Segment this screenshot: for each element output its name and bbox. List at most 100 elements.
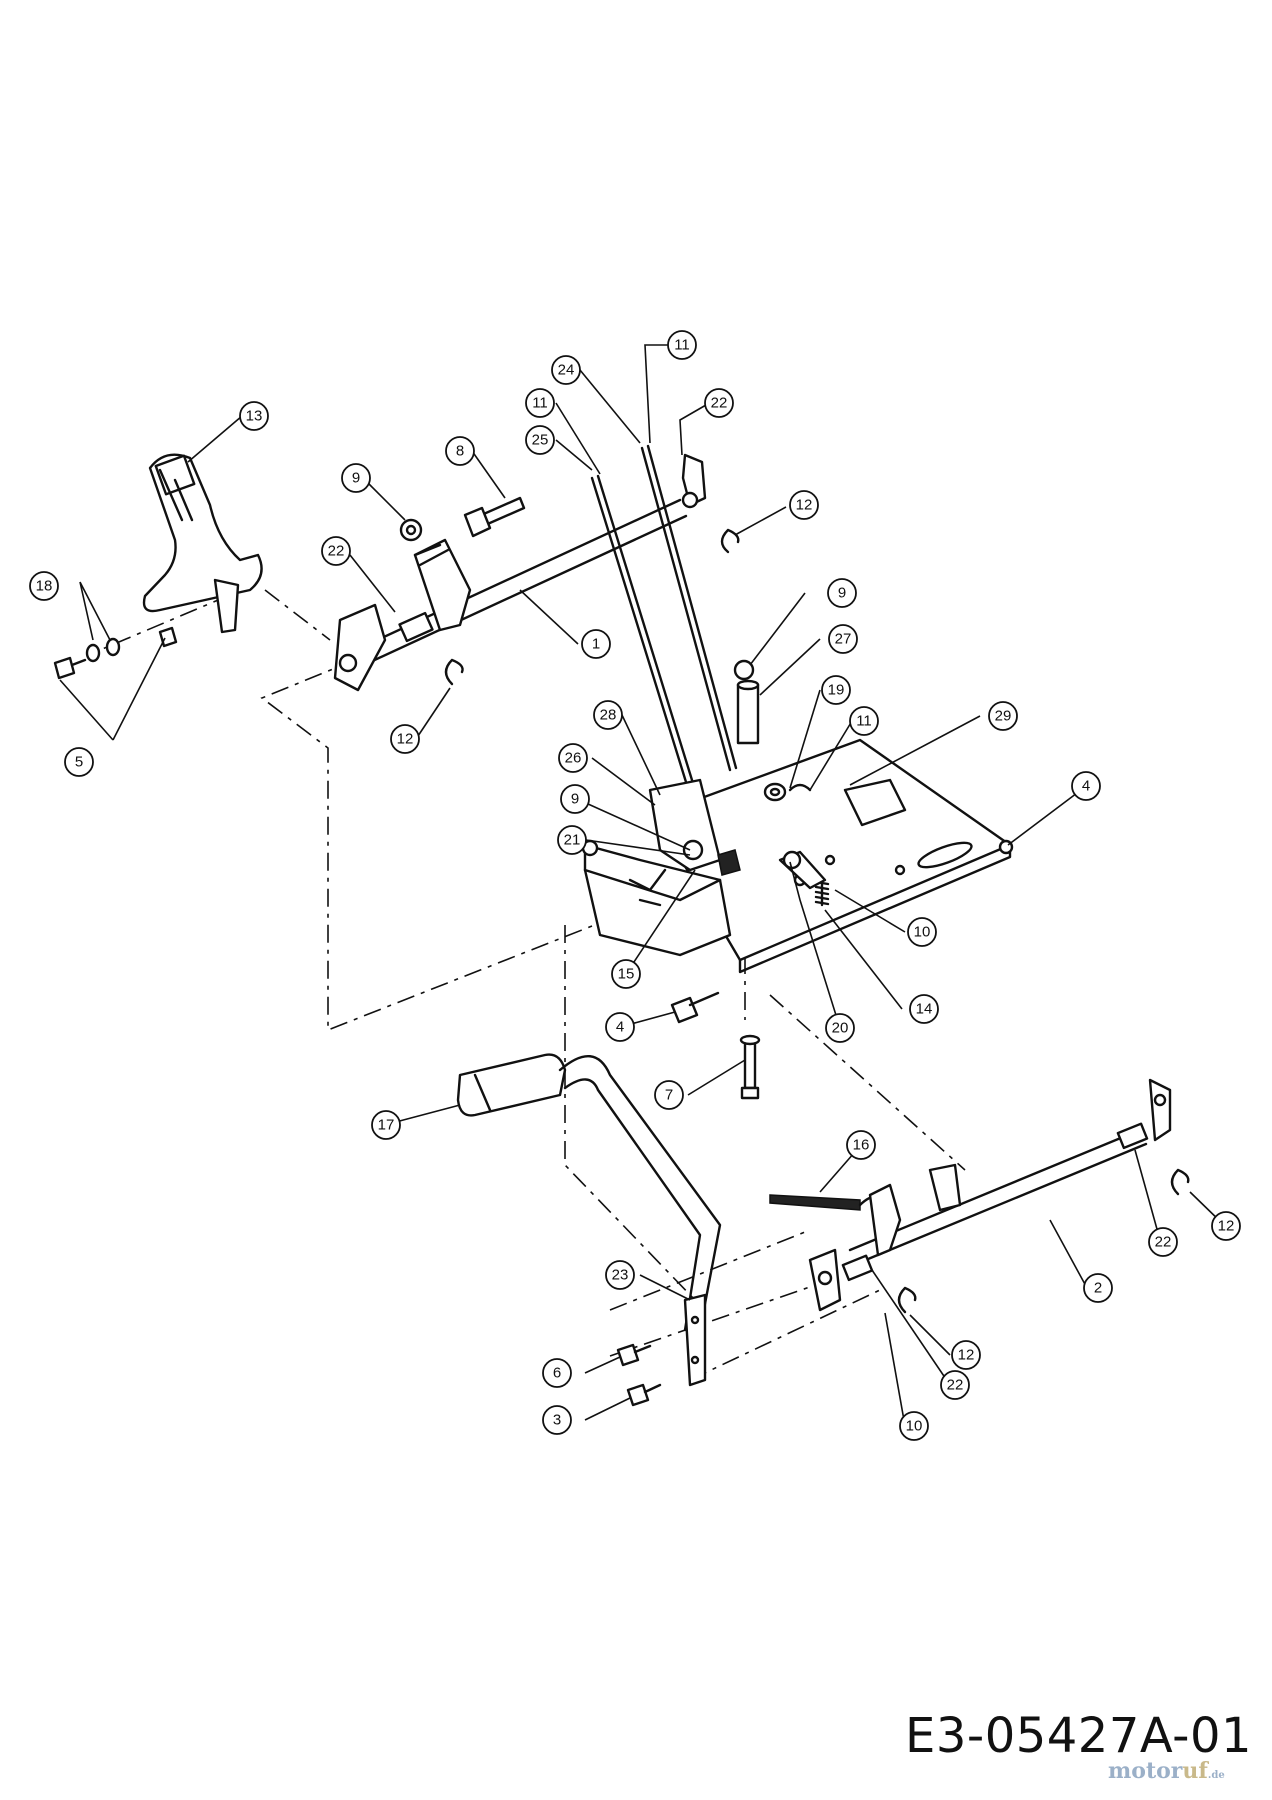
svg-text:21: 21 [564,832,581,849]
drawing-code: E3-05427A-01 [905,1708,1253,1764]
svg-text:14: 14 [916,1001,933,1018]
svg-text:5: 5 [75,754,83,771]
bracket-assembly [581,778,741,957]
callout-24: 24 [551,355,581,385]
callout-6: 6 [542,1358,572,1388]
svg-text:4: 4 [616,1019,624,1036]
svg-text:4: 4 [1082,778,1090,795]
callout-3: 3 [542,1405,572,1435]
brake-pedal-part-17 [456,1053,722,1387]
svg-text:20: 20 [832,1020,849,1037]
pin-part-7 [739,1034,761,1100]
bolt-part-3 [626,1383,662,1407]
callout-22: 22 [704,388,734,418]
svg-text:12: 12 [1218,1218,1235,1235]
svg-text:9: 9 [838,585,846,602]
svg-text:27: 27 [835,631,852,648]
svg-text:18: 18 [36,578,53,595]
callout-7: 7 [654,1080,684,1110]
leader-lines [59,344,1226,1427]
svg-text:23: 23 [612,1267,629,1284]
pedal-pad-part-13 [142,453,263,634]
spacer-part-27 [733,659,760,745]
callout-12: 12 [1211,1211,1241,1241]
callout-28: 28 [593,700,623,730]
callout-16: 16 [846,1130,876,1160]
callout-4: 4 [1071,771,1101,801]
svg-text:19: 19 [828,682,845,699]
callout-22: 22 [940,1370,970,1400]
svg-text:22: 22 [947,1377,964,1394]
callout-11: 11 [525,388,555,418]
svg-text:26: 26 [565,750,582,767]
bolt-part-4-lower [670,991,720,1024]
callout-18: 18 [29,571,59,601]
callout-21: 21 [557,825,587,855]
watermark-part-1: motor [1108,1758,1183,1784]
callout-9: 9 [341,463,371,493]
callout-12: 12 [390,724,420,754]
svg-text:24: 24 [558,362,575,379]
callout-17: 17 [371,1110,401,1140]
callouts: 13 18 5 9 8 22 12 1 25 11 24 11 22 12 9 … [29,330,1241,1441]
svg-text:15: 15 [618,966,635,983]
svg-text:29: 29 [995,708,1012,725]
svg-text:22: 22 [1155,1234,1172,1251]
callout-20: 20 [825,1013,855,1043]
e-clips-part-12 [444,528,1190,1314]
svg-text:11: 11 [856,713,872,730]
washers-part-18 [85,637,121,663]
callout-9: 9 [827,578,857,608]
svg-text:16: 16 [853,1137,870,1154]
svg-text:9: 9 [571,791,579,808]
svg-text:3: 3 [553,1412,561,1429]
callout-23: 23 [605,1260,635,1290]
callout-26: 26 [558,743,588,773]
bolt-part-8 [463,496,526,538]
svg-text:13: 13 [246,408,263,425]
callout-11: 11 [667,330,697,360]
bolts-part-5 [53,626,178,680]
callout-11: 11 [849,706,879,736]
assembly-guide-lines [99,589,966,1381]
upper-shaft-part-1 [333,453,707,692]
callout-10: 10 [907,917,937,947]
svg-text:22: 22 [711,395,728,412]
svg-text:12: 12 [397,731,414,748]
callout-4: 4 [605,1012,635,1042]
callout-25: 25 [525,425,555,455]
callout-22: 22 [321,536,351,566]
svg-text:8: 8 [456,443,464,460]
callout-9: 9 [560,784,590,814]
nut-part-9-upper [399,518,423,542]
svg-text:12: 12 [796,497,813,514]
callout-14: 14 [909,994,939,1024]
svg-text:17: 17 [378,1117,395,1134]
callout-8: 8 [445,436,475,466]
washer-part-19 [763,782,812,802]
callout-29: 29 [988,701,1018,731]
svg-text:10: 10 [914,924,931,941]
watermark-part-2: uf [1182,1758,1208,1784]
watermark-tld: .de [1207,1770,1225,1781]
svg-text:2: 2 [1094,1280,1102,1297]
callout-27: 27 [828,624,858,654]
callout-12: 12 [951,1340,981,1370]
callout-15: 15 [611,959,641,989]
callout-12: 12 [789,490,819,520]
svg-text:6: 6 [553,1365,561,1382]
callout-2: 2 [1083,1273,1113,1303]
svg-text:10: 10 [906,1418,923,1435]
svg-text:1: 1 [592,636,600,653]
lower-shaft-part-2 [808,1078,1172,1312]
svg-text:7: 7 [665,1087,673,1104]
callout-1: 1 [581,629,611,659]
watermark-logo: motoruf.de [1108,1760,1225,1782]
svg-text:9: 9 [352,470,360,487]
bolt-part-6 [616,1343,652,1367]
svg-text:22: 22 [328,543,345,560]
svg-text:12: 12 [958,1347,975,1364]
callout-13: 13 [239,401,269,431]
svg-text:28: 28 [600,707,617,724]
